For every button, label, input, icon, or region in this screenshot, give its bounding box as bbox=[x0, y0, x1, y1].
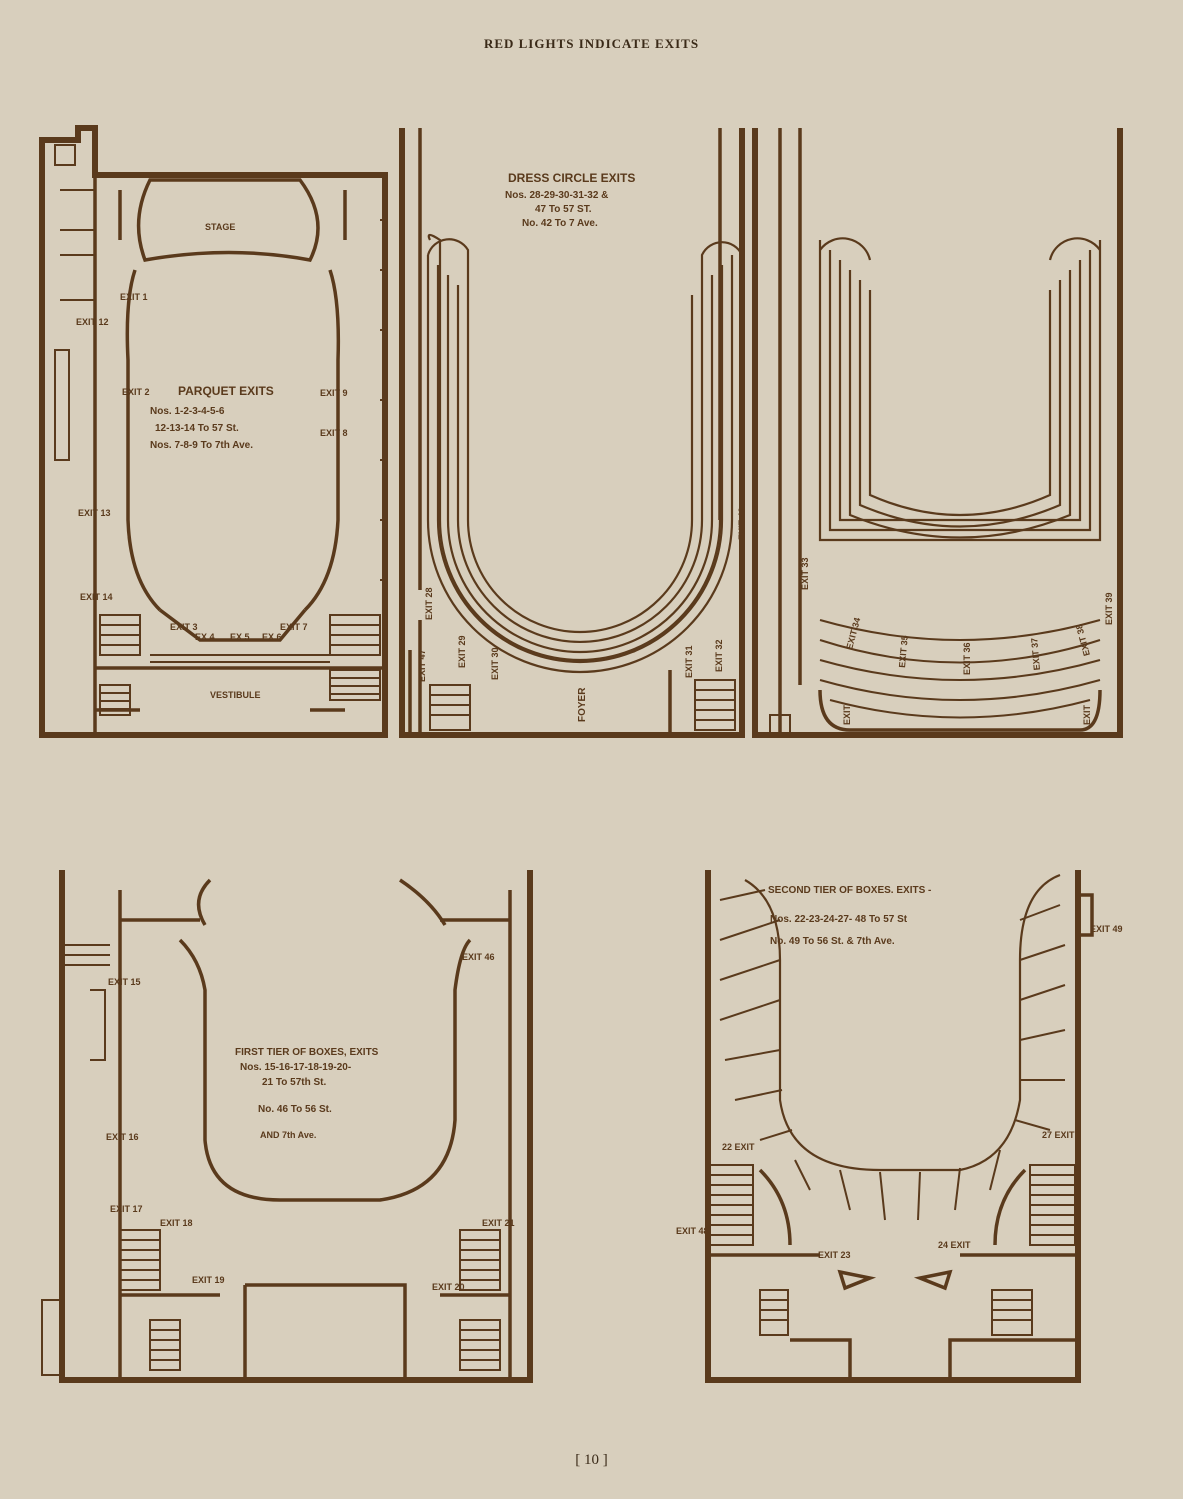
balcony-exit-label: EXIT 36 bbox=[962, 642, 972, 675]
page-number: [ 10 ] bbox=[575, 1452, 608, 1468]
balcony-exit-label: EXIT 37 bbox=[1029, 637, 1042, 670]
vestibule-label: VESTIBULE bbox=[210, 690, 261, 700]
balcony-exit-label: EXIT bbox=[842, 704, 852, 725]
dress-circle-exit-label: EXIT 42 bbox=[737, 507, 747, 540]
second-tier-line1: Nos. 22-23-24-27- 48 To 57 St bbox=[770, 914, 908, 925]
second-tier-exit-label: EXIT 23 bbox=[818, 1250, 851, 1260]
dress-circle-line1: Nos. 28-29-30-31-32 & bbox=[505, 190, 608, 201]
parquet-exit-label: EXIT 7 bbox=[280, 622, 308, 632]
first-tier-exit-label: EXIT 21 bbox=[482, 1218, 515, 1228]
stage-label: STAGE bbox=[205, 222, 235, 232]
dress-circle-exit-label: EXIT 30 bbox=[490, 647, 500, 680]
parquet-exit-label: EXIT 14 bbox=[80, 592, 113, 602]
parquet-exit-label: EXIT 2 bbox=[122, 387, 150, 397]
foyer-label: FOYER bbox=[577, 687, 588, 722]
parquet-line3: Nos. 7-8-9 To 7th Ave. bbox=[150, 440, 253, 451]
parquet-line2: 12-13-14 To 57 St. bbox=[155, 423, 239, 434]
second-tier-exit-label: EXIT 48 bbox=[676, 1226, 709, 1236]
parquet-exit-label: EXIT 1 bbox=[120, 292, 148, 302]
second-tier-line2: No. 49 To 56 St. & 7th Ave. bbox=[770, 936, 895, 947]
balcony-exit-label: EXIT 34 bbox=[844, 617, 862, 651]
second-tier-title: SECOND TIER OF BOXES. EXITS - bbox=[768, 885, 931, 896]
first-tier-line2: 21 To 57th St. bbox=[262, 1077, 326, 1088]
first-tier-plan bbox=[41, 870, 533, 1383]
second-tier-exit-label: 22 EXIT bbox=[722, 1142, 755, 1152]
parquet-exit-label: EXIT 9 bbox=[320, 388, 348, 398]
balcony-exit-label: EXIT 38 bbox=[1074, 623, 1092, 657]
parquet-exit-label: EX 6 bbox=[262, 632, 282, 642]
parquet-plan bbox=[39, 125, 388, 738]
parquet-exit-label: EX 4 bbox=[195, 632, 215, 642]
balcony-exit-label: EXIT 33 bbox=[800, 557, 810, 590]
first-tier-title: FIRST TIER OF BOXES, EXITS bbox=[235, 1047, 379, 1058]
first-tier-line3: No. 46 To 56 St. bbox=[258, 1104, 332, 1115]
first-tier-exit-label: EXIT 20 bbox=[432, 1282, 465, 1292]
dress-circle-line2: 47 To 57 ST. bbox=[535, 204, 592, 215]
parquet-exit-label: EX 5 bbox=[230, 632, 250, 642]
parquet-exit-label: EXIT 3 bbox=[170, 622, 198, 632]
dress-circle-exit-label: EXIT 32 bbox=[714, 639, 724, 672]
balcony-exit-label: EXIT bbox=[1082, 704, 1092, 725]
first-tier-exit-label: EXIT 16 bbox=[106, 1132, 139, 1142]
page-header: RED LIGHTS INDICATE EXITS bbox=[483, 36, 700, 51]
dress-circle-exit-label: EXIT 31 bbox=[684, 645, 694, 678]
second-tier-exit-label: EXIT 49 bbox=[1090, 924, 1123, 934]
first-tier-exit-label: EXIT 19 bbox=[192, 1275, 225, 1285]
parquet-line1: Nos. 1-2-3-4-5-6 bbox=[150, 406, 225, 417]
balcony-exit-label: EXIT 39 bbox=[1104, 592, 1114, 625]
dress-circle-exit-label: EXIT 28 bbox=[424, 587, 434, 620]
second-tier-exit-label: 27 EXIT bbox=[1042, 1130, 1075, 1140]
balcony-plan bbox=[752, 128, 1123, 738]
first-tier-exit-label: EXIT 46 bbox=[462, 952, 495, 962]
dress-circle-title: DRESS CIRCLE EXITS bbox=[508, 171, 635, 185]
dress-circle-plan bbox=[399, 128, 745, 738]
parquet-exit-label: EXIT 13 bbox=[78, 508, 111, 518]
parquet-exits-title: PARQUET EXITS bbox=[178, 384, 274, 398]
first-tier-exit-label: EXIT 15 bbox=[108, 977, 141, 987]
dress-circle-exit-label: EXIT 29 bbox=[457, 635, 467, 668]
balcony-exit-label: EXIT 35 bbox=[897, 635, 910, 668]
first-tier-line1: Nos. 15-16-17-18-19-20- bbox=[240, 1062, 351, 1073]
parquet-exit-label: EXIT 8 bbox=[320, 428, 348, 438]
second-tier-plan bbox=[705, 870, 1094, 1383]
first-tier-exit-label: EXIT 17 bbox=[110, 1204, 143, 1214]
dress-circle-line3: No. 42 To 7 Ave. bbox=[522, 218, 598, 229]
dress-circle-exit-label: EXIT 47 bbox=[417, 649, 427, 682]
first-tier-exit-label: EXIT 18 bbox=[160, 1218, 193, 1228]
second-tier-exit-label: 24 EXIT bbox=[938, 1240, 971, 1250]
parquet-exit-label: EXIT 12 bbox=[76, 317, 109, 327]
first-tier-line4: AND 7th Ave. bbox=[260, 1130, 316, 1140]
